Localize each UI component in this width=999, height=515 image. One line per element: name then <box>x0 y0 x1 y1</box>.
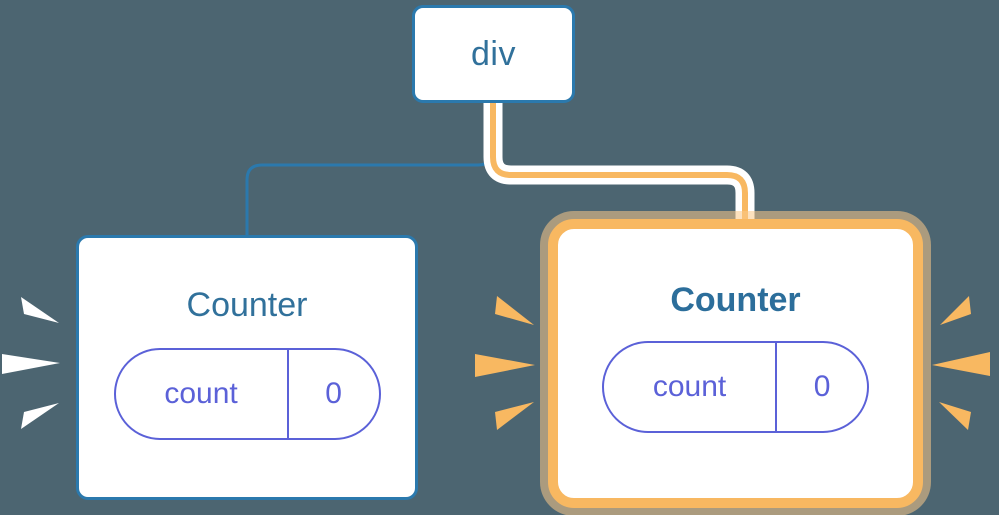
node-counter-left[interactable]: Counter count 0 <box>76 235 418 500</box>
wire-div-to-counter-right-halo <box>483 102 755 235</box>
wire-div-to-counter-right <box>490 102 748 235</box>
state-value: 0 <box>775 343 867 431</box>
sparkle-burst-white-left <box>2 297 60 429</box>
sparkle-ray-icon <box>2 354 60 374</box>
node-div[interactable]: div <box>412 5 575 103</box>
node-counter-right-label: Counter <box>670 281 801 319</box>
state-value: 0 <box>286 350 379 438</box>
sparkle-ray-icon <box>21 403 59 429</box>
node-counter-left-label: Counter <box>186 286 308 324</box>
sparkle-burst-orange-middle <box>475 296 535 430</box>
node-div-label: div <box>471 35 516 73</box>
sparkle-ray-icon <box>495 296 534 325</box>
sparkle-ray-icon <box>475 354 535 377</box>
sparkle-burst-orange-right <box>932 296 990 430</box>
state-key: count <box>652 370 727 403</box>
state-key: count <box>164 377 238 410</box>
sparkle-ray-icon <box>940 296 971 325</box>
wire-div-to-counter-left <box>245 102 495 237</box>
state-pill-counter-right[interactable]: count 0 <box>602 341 869 433</box>
sparkle-ray-icon <box>21 297 59 323</box>
state-pill-counter-left[interactable]: count 0 <box>113 348 381 440</box>
sparkle-ray-icon <box>495 402 534 430</box>
sparkle-ray-icon <box>932 352 990 376</box>
sparkle-ray-icon <box>939 402 971 430</box>
node-counter-right[interactable]: Counter count 0 <box>548 219 923 508</box>
